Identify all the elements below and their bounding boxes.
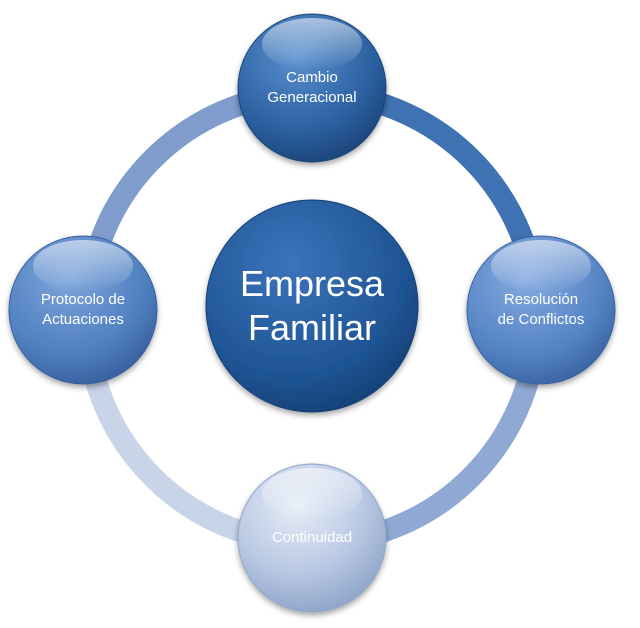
node-top <box>237 13 387 163</box>
node-bottom <box>237 463 387 613</box>
node-right <box>466 235 616 385</box>
node-left <box>8 235 158 385</box>
center-node <box>205 199 419 413</box>
